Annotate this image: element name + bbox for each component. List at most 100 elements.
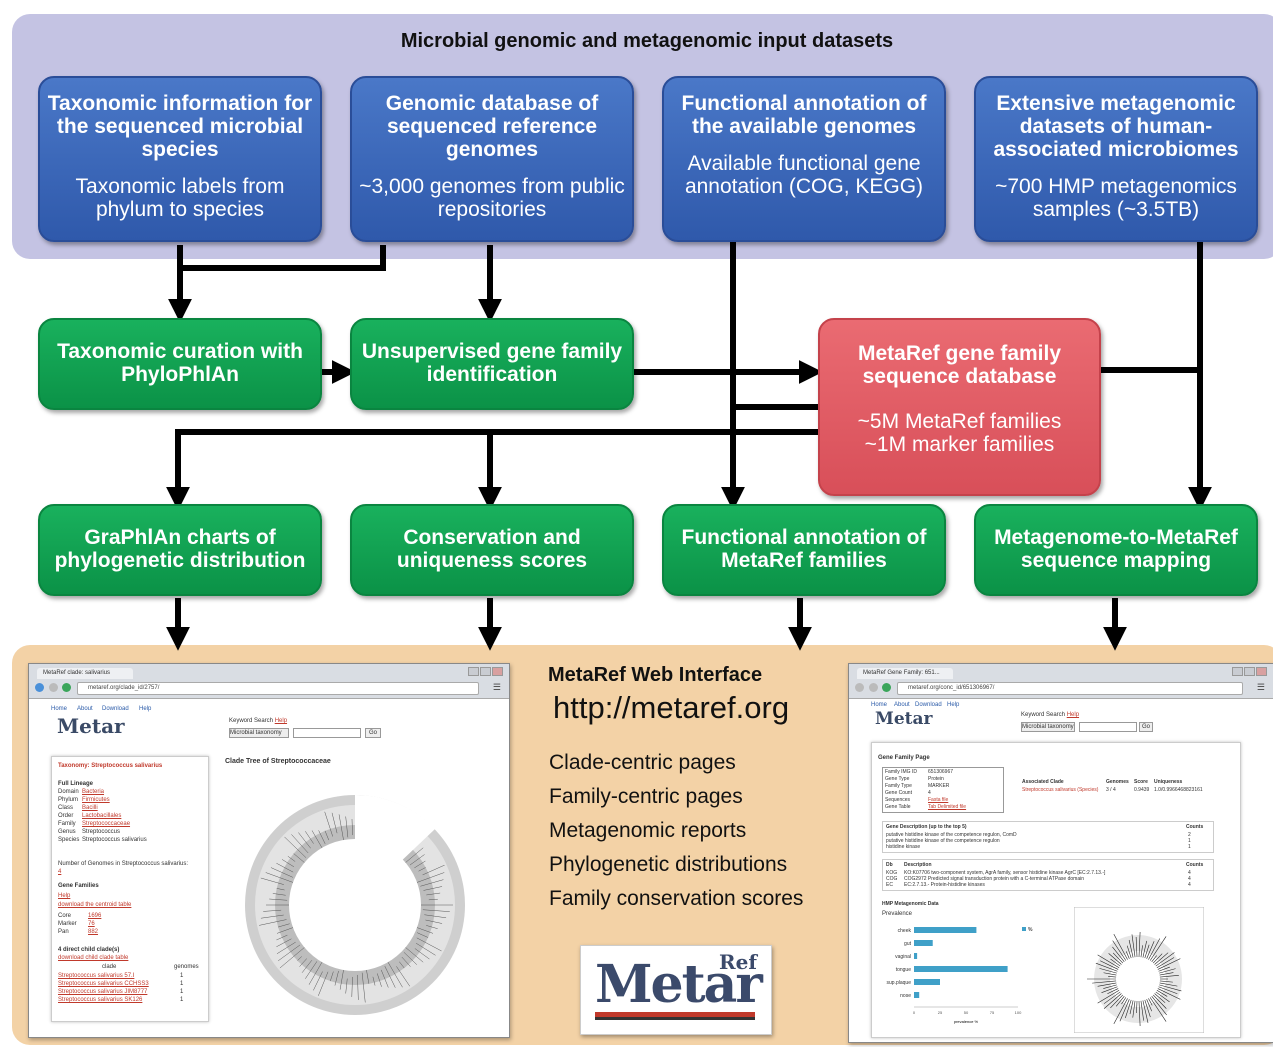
tree-branch <box>313 971 323 991</box>
lineage-value[interactable]: Firmicutes <box>82 797 110 803</box>
menu-icon[interactable]: ☰ <box>1256 682 1265 692</box>
tree-branch <box>1148 938 1161 960</box>
tree-branch <box>416 937 442 952</box>
tree-branch <box>426 892 441 896</box>
tree-branch <box>1140 1000 1144 1021</box>
info-label: Family Type <box>885 783 912 789</box>
tree-branch <box>260 877 284 885</box>
lineage-rank: Species <box>58 837 80 843</box>
tree-branch <box>1135 937 1138 958</box>
description-box <box>882 821 1214 853</box>
lineage-value[interactable]: Bacteria <box>82 789 105 795</box>
info-value[interactable]: Tab Delimited file <box>928 804 967 810</box>
browser-chrome: MetaRef clade: salivarius metaref.org/cl… <box>29 664 509 699</box>
centroid-link[interactable]: download the centroid table <box>58 902 132 908</box>
tree-branch <box>1157 958 1181 970</box>
nav-help[interactable]: Help <box>947 702 960 708</box>
address-bar[interactable]: metaref.org/clade_id/2757/ <box>77 682 479 695</box>
nav-home[interactable]: Home <box>51 706 68 712</box>
child-download-link[interactable]: download child clade table <box>58 955 129 961</box>
nav-about[interactable]: About <box>77 706 93 712</box>
tree-branch <box>409 854 425 866</box>
site-logo[interactable]: Metar <box>57 714 125 738</box>
child-clade-link[interactable]: Streptococcus salivarius SK126 <box>58 997 143 1003</box>
forward-icon[interactable] <box>49 683 58 692</box>
tree-branch <box>1144 999 1151 1018</box>
browser-tab[interactable]: MetaRef Gene Family: 651... <box>857 668 953 679</box>
go-button[interactable]: Go <box>365 728 381 738</box>
close-icon[interactable] <box>492 667 503 676</box>
annotation-count: 4 <box>1188 882 1191 888</box>
child-clade-link[interactable]: Streptococcus salivarius CCHSS3 <box>58 981 149 987</box>
reload-icon[interactable] <box>62 683 71 692</box>
go-button[interactable]: Go <box>1139 722 1153 732</box>
maximize-icon[interactable] <box>480 667 491 676</box>
reload-icon[interactable] <box>882 683 891 692</box>
minimize-icon[interactable] <box>1232 667 1243 676</box>
nav-download[interactable]: Download <box>102 706 129 712</box>
search-input[interactable] <box>293 728 361 738</box>
search-select[interactable]: Microbial taxonomy <box>1021 722 1075 732</box>
tree-branch <box>380 969 389 988</box>
info-label: Gene Type <box>885 776 910 782</box>
child-genome-count: 1 <box>180 997 184 1003</box>
info-label: Gene Count <box>885 790 912 796</box>
forward-icon[interactable] <box>869 683 878 692</box>
back-icon[interactable] <box>35 683 44 692</box>
output-heading: Functional annotation of MetaRef familie… <box>681 526 927 572</box>
genomes-value[interactable]: 4 <box>58 869 62 875</box>
tree-branch <box>299 958 308 967</box>
child-clade-link[interactable]: Streptococcus salivarius JIM8777 <box>58 989 148 995</box>
menu-icon[interactable]: ☰ <box>492 682 501 692</box>
families-help-link[interactable]: Help <box>58 893 71 899</box>
family-count-value[interactable]: 1696 <box>88 913 102 919</box>
tree-branch <box>276 938 292 948</box>
tree-branch <box>345 816 349 838</box>
tree-branch <box>276 934 288 941</box>
nav-download[interactable]: Download <box>915 702 942 708</box>
search-select[interactable]: Microbial taxonomy <box>229 728 289 738</box>
tree-branch <box>1159 968 1176 974</box>
clade-score: 0.9439 <box>1134 787 1150 793</box>
associated-clade-link[interactable]: Streptococcus salivarius (Species) <box>1022 787 1099 793</box>
annotation-text: COG2972 Predicted signal transduction pr… <box>904 876 1084 882</box>
back-icon[interactable] <box>855 683 864 692</box>
nav-home[interactable]: Home <box>871 702 888 708</box>
lineage-value[interactable]: Lactobacillales <box>82 813 122 819</box>
address-bar[interactable]: metaref.org/conc_id/651306967/ <box>897 682 1243 695</box>
tree-branch <box>297 956 302 961</box>
clade-uniqueness: 1.0/0.9966468823161 <box>1154 787 1203 793</box>
maximize-icon[interactable] <box>1244 667 1255 676</box>
tree-branch <box>405 847 424 863</box>
browser-tab[interactable]: MetaRef clade: salivarius <box>37 668 133 679</box>
site-logo[interactable]: Metar <box>875 709 933 729</box>
family-count-value[interactable]: 76 <box>88 921 95 927</box>
tree-branch <box>351 976 353 997</box>
tree-branch <box>279 947 305 969</box>
tree-branch <box>418 867 426 872</box>
search-input[interactable] <box>1079 722 1137 732</box>
tree-branch <box>1108 953 1122 965</box>
lineage-rank: Domain <box>58 789 79 795</box>
nav-about[interactable]: About <box>894 702 910 708</box>
lineage-value[interactable]: Streptococcaceae <box>82 821 131 827</box>
tree-branch <box>293 853 305 863</box>
tree-branch <box>260 914 284 919</box>
web-url[interactable]: http://metaref.org <box>553 690 790 725</box>
output-box-conservation: Conservation and uniqueness scores <box>350 504 634 596</box>
child-clade-link[interactable]: Streptococcus salivarius 57.I <box>58 973 135 979</box>
info-value[interactable]: Fasta file <box>928 797 949 803</box>
family-count-value[interactable]: 882 <box>88 929 99 935</box>
minimize-icon[interactable] <box>468 667 479 676</box>
tree-branch <box>1154 952 1169 965</box>
tree-branch <box>1154 993 1166 1003</box>
tree-branch <box>1158 986 1178 995</box>
close-icon[interactable] <box>1256 667 1267 676</box>
nav-help[interactable]: Help <box>139 706 152 712</box>
prevalence-label: Prevalence <box>882 911 913 917</box>
lineage-value[interactable]: Bacilli <box>82 805 98 811</box>
database-stat-families: ~5M MetaRef families <box>857 410 1062 433</box>
clade-column-header: Score <box>1134 779 1148 785</box>
browser-chrome: MetaRef Gene Family: 651... metaref.org/… <box>849 664 1273 699</box>
